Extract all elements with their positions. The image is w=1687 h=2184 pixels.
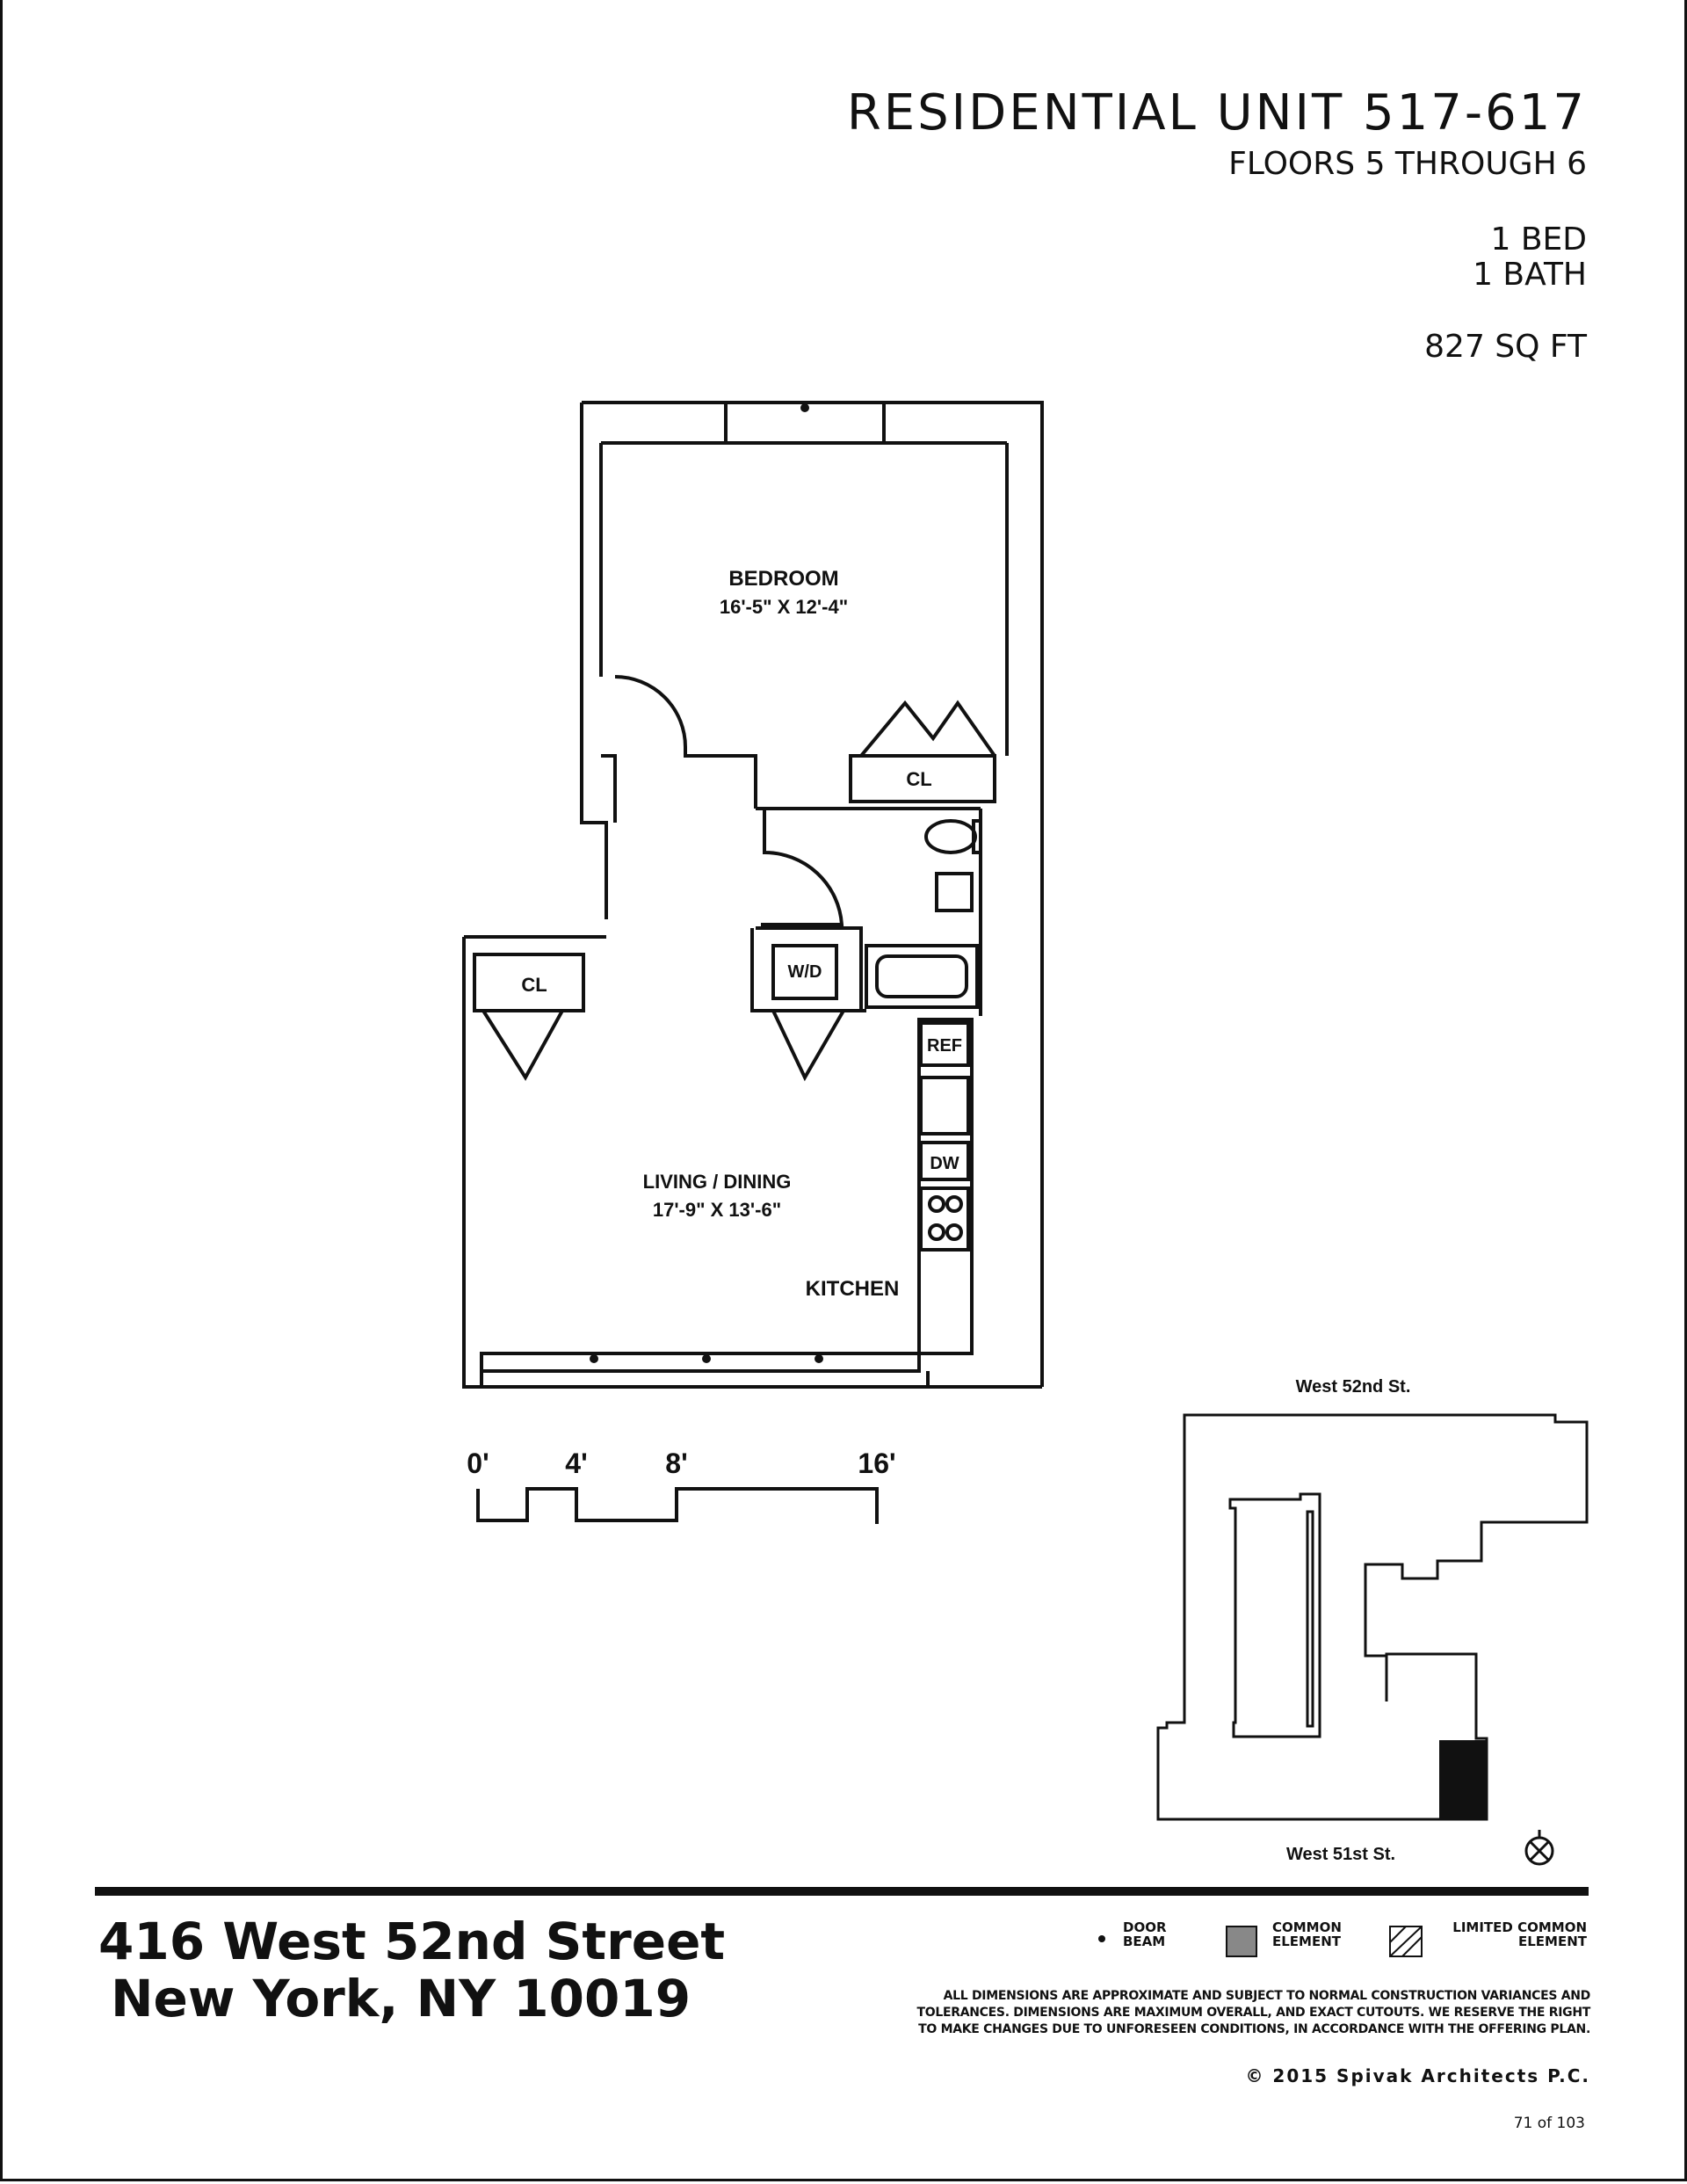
bathtub-basin — [875, 954, 968, 998]
hatch-pattern — [1389, 1926, 1423, 1957]
legend-limited-common: LIMITED COMMON ELEMENT — [1437, 1920, 1587, 1948]
legend-swatches — [1098, 1926, 1423, 1957]
living-closet-label: CL — [521, 974, 547, 996]
disclaimer-line-1: ALL DIMENSIONS ARE APPROXIMATE AND SUBJE… — [943, 1989, 1591, 2003]
scale-tick-4: 4' — [565, 1448, 587, 1479]
scale-bar: 0' 4' 8' 16' — [467, 1448, 896, 1524]
scale-tick-0: 0' — [467, 1448, 489, 1479]
range-box — [919, 1186, 970, 1252]
bedroom-window — [724, 401, 886, 445]
washer-dryer-label: W/D — [788, 962, 822, 982]
beam-dot — [815, 1354, 823, 1363]
dishwasher-label: DW — [930, 1154, 959, 1173]
refrigerator-label: REF — [927, 1036, 962, 1056]
bed-count: 1 BED — [1490, 221, 1587, 258]
beam-dot — [800, 403, 809, 412]
dishwasher-box — [919, 1141, 970, 1181]
legend-door-beam: DOOR BEAM — [1123, 1920, 1167, 1948]
living-closet — [473, 953, 585, 1012]
disclaimer-line-2: TOLERANCES. DIMENSIONS ARE MAXIMUM OVERA… — [916, 2006, 1591, 2020]
burner — [945, 1195, 963, 1213]
disclaimer-text: ALL DIMENSIONS ARE APPROXIMATE AND SUBJE… — [738, 1988, 1591, 2038]
refrigerator-box — [919, 1021, 970, 1067]
bedroom-dimensions: 16'-5" X 12'-4" — [720, 596, 848, 618]
exterior-wall-living — [462, 937, 1042, 1389]
compass-needle-icon — [1529, 1830, 1550, 1861]
north-street-label: West 52nd St. — [1296, 1377, 1411, 1397]
floors-label: FLOORS 5 THROUGH 6 — [1228, 146, 1587, 182]
inner-wall-lines — [599, 443, 1009, 756]
key-plan: West 52nd St. West 51st St. — [1156, 1377, 1589, 1866]
south-street-label: West 51st St. — [1286, 1845, 1395, 1864]
scale-tick-16: 16' — [858, 1448, 895, 1479]
living-dining-label: LIVING / DINING — [643, 1171, 792, 1193]
disclaimer-line-3: TO MAKE CHANGES DUE TO UNFORESEEN CONDIT… — [918, 2022, 1590, 2036]
bedroom-closet-doors — [859, 700, 996, 758]
legend-common-line1: COMMON — [1272, 1919, 1342, 1935]
exterior-wall-top-right — [582, 401, 1044, 1387]
address-line-1: 416 West 52nd Street — [98, 1912, 726, 1971]
beam-dot — [702, 1354, 711, 1363]
building-outline — [1156, 1413, 1589, 1821]
door-beam-dot-icon — [1098, 1935, 1105, 1942]
beam-dot — [590, 1354, 598, 1363]
exterior-wall-left-upper — [580, 403, 608, 919]
unit-floor-plan — [462, 401, 1044, 1389]
common-element-swatch — [1226, 1926, 1257, 1957]
scale-tick-8: 8' — [665, 1448, 687, 1479]
scale-bar-line — [476, 1487, 879, 1524]
unit-title: RESIDENTIAL UNIT 517-617 — [846, 84, 1587, 141]
legend-beam-label: BEAM — [1123, 1934, 1166, 1949]
bath-count: 1 BATH — [1473, 257, 1587, 293]
copyright-notice: © 2015 Spivak Architects P.C. — [1245, 2065, 1590, 2086]
toilet-tank — [972, 819, 982, 854]
living-closet-doors — [481, 1009, 564, 1081]
burner — [928, 1223, 945, 1241]
bedroom-label: BEDROOM — [728, 567, 838, 591]
kitchen-label: KITCHEN — [806, 1277, 900, 1301]
unit-location-highlight — [1439, 1740, 1487, 1819]
legend-door-label: DOOR — [1123, 1919, 1167, 1935]
bath-sink — [935, 872, 974, 912]
legend-common-line2: ELEMENT — [1272, 1934, 1342, 1949]
bath-door-swing — [761, 809, 844, 926]
bathtub — [865, 944, 979, 1009]
bedroom-wall-jog — [601, 754, 617, 823]
square-footage: 827 SQ FT — [1424, 329, 1587, 365]
living-dining-dimensions: 17'-9" X 13'-6" — [653, 1199, 781, 1221]
burner — [945, 1223, 963, 1241]
bedroom-door-swing — [614, 675, 757, 809]
washer-dryer-box — [771, 944, 838, 1000]
courtyard-outline — [1228, 1492, 1321, 1738]
legend-limited-line2: ELEMENT — [1517, 1934, 1587, 1949]
address-line-2: New York, NY 10019 — [111, 1969, 691, 2028]
page-number: 71 of 103 — [1513, 2115, 1585, 2132]
living-window — [480, 1352, 921, 1373]
burner — [928, 1195, 945, 1213]
kitchen-sink-box — [919, 1076, 970, 1136]
legend-limited-line1: LIMITED COMMON — [1452, 1919, 1587, 1935]
beam-markers — [590, 403, 823, 1363]
bedroom-closet — [849, 754, 996, 803]
bedroom-closet-label: CL — [906, 768, 931, 790]
laundry-doors — [771, 1009, 845, 1082]
legend-common-element: COMMON ELEMENT — [1272, 1920, 1342, 1948]
toilet — [924, 819, 977, 854]
footer-divider — [95, 1887, 1589, 1896]
window-jambs — [480, 1371, 930, 1387]
laundry-closet-walls — [750, 926, 866, 1012]
